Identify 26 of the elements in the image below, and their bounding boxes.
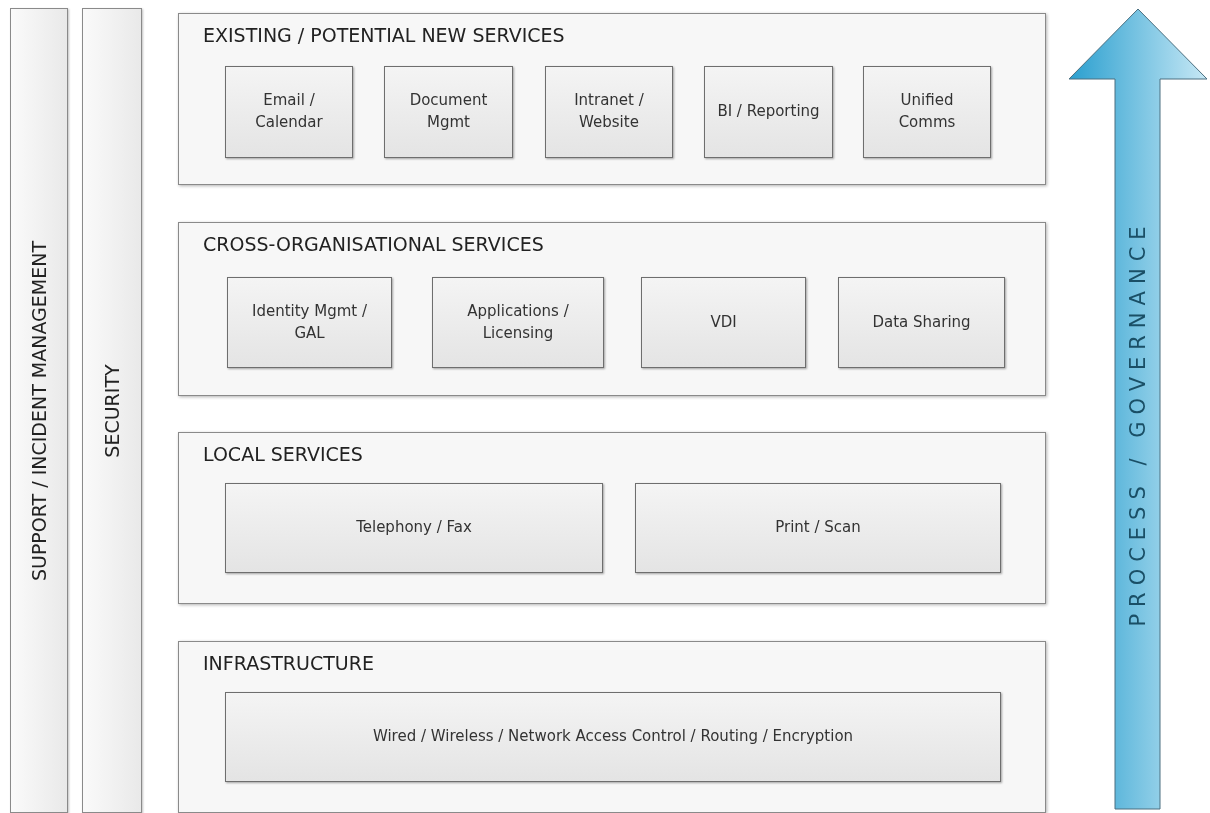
bar-label: SUPPORT / INCIDENT MANAGEMENT — [28, 240, 50, 581]
panel-heading: LOCAL SERVICES — [203, 443, 363, 465]
service-box: Document Mgmt — [384, 66, 513, 158]
service-box: Print / Scan — [635, 483, 1001, 573]
up-arrow — [1068, 8, 1208, 810]
panel-heading: CROSS-ORGANISATIONAL SERVICES — [203, 233, 544, 255]
layer-panel — [178, 432, 1046, 604]
service-box: Applications / Licensing — [432, 277, 604, 368]
service-box: Identity Mgmt / GAL — [227, 277, 392, 368]
side-bar — [82, 8, 142, 813]
service-box: Unified Comms — [863, 66, 991, 158]
side-bar — [10, 8, 68, 813]
service-box: VDI — [641, 277, 806, 368]
layer-panel — [178, 222, 1046, 396]
bar-label: SECURITY — [101, 363, 123, 458]
service-box: Telephony / Fax — [225, 483, 603, 573]
service-box: Data Sharing — [838, 277, 1005, 368]
layer-panel — [178, 641, 1046, 813]
panel-heading: INFRASTRUCTURE — [203, 652, 374, 674]
arrow-label: PROCESS / GOVERNANCE — [1126, 219, 1150, 627]
service-box: Intranet / Website — [545, 66, 673, 158]
panel-heading: EXISTING / POTENTIAL NEW SERVICES — [203, 24, 565, 46]
layer-panel — [178, 13, 1046, 185]
service-box: Wired / Wireless / Network Access Control / Routing / Encryption — [225, 692, 1001, 782]
service-box: Email / Calendar — [225, 66, 353, 158]
service-box: BI / Reporting — [704, 66, 833, 158]
